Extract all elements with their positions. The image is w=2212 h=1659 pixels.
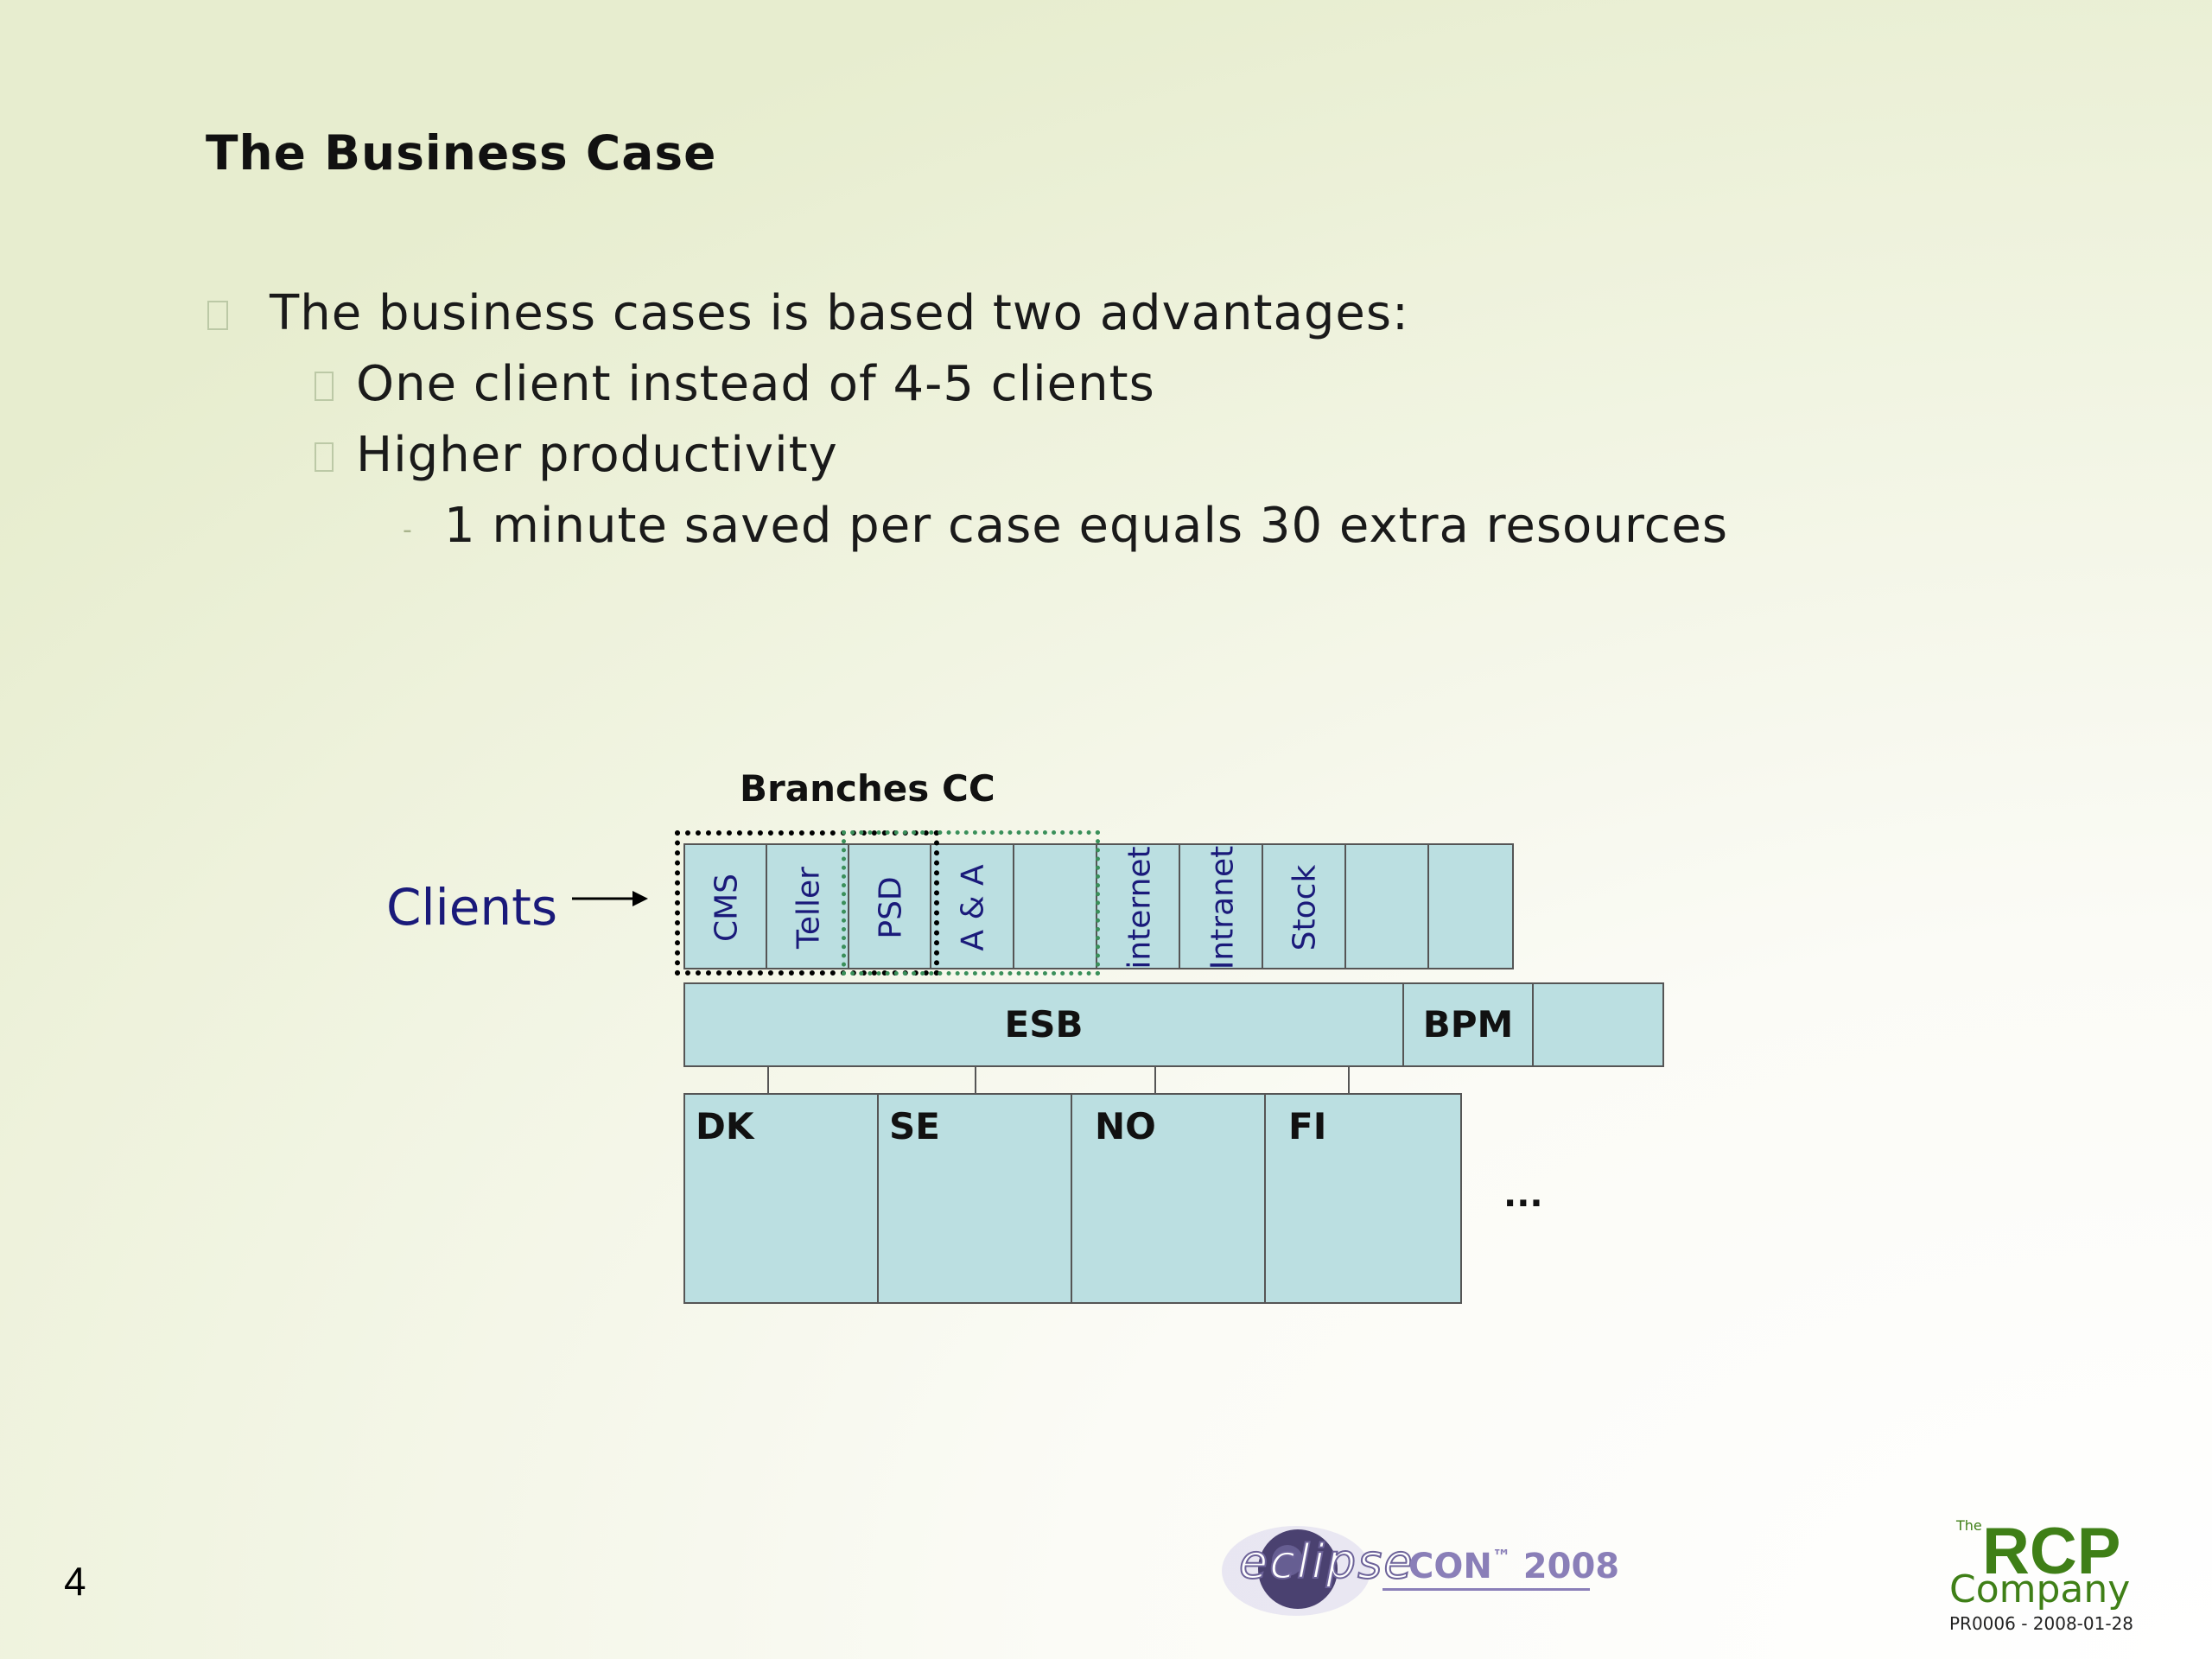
connector-line — [1154, 1065, 1156, 1095]
rcp-company-text: Company — [1949, 1567, 2131, 1611]
branches-label: Branches — [740, 767, 930, 810]
country-label: SE — [889, 1105, 940, 1147]
client-box-psd: PSD — [848, 843, 931, 969]
branches-group-outline — [675, 830, 939, 976]
year-text: 2008 — [1522, 1547, 1620, 1586]
bullet-level3: 1 minute saved per case equals 30 extra … — [444, 498, 1729, 554]
client-box-label: Intranet — [1205, 845, 1241, 970]
bullet-marker-3 — [315, 442, 334, 472]
connector-line — [975, 1065, 976, 1095]
rcp-the: The — [1956, 1517, 1982, 1534]
page-number: 4 — [64, 1559, 86, 1604]
logo-underline — [1382, 1588, 1590, 1591]
bullet-marker-2 — [315, 372, 334, 401]
connector-line — [767, 1065, 769, 1095]
country-box-se: SE — [877, 1093, 1072, 1304]
footer-code: PR0006 - 2008-01-28 — [1949, 1613, 2134, 1634]
client-box-label: Stock — [1287, 864, 1323, 951]
bullet-marker-1 — [207, 301, 228, 330]
tm-mark: ™ — [1491, 1547, 1511, 1568]
con-text: CON — [1408, 1547, 1492, 1586]
connector-line — [1348, 1065, 1350, 1095]
con-wordmark: CON™ 2008 — [1408, 1547, 1619, 1586]
client-box-stock: Stock — [1262, 843, 1346, 969]
bpm-label: BPM — [1422, 1003, 1514, 1046]
bpm-box: BPM — [1402, 982, 1534, 1067]
eclipsecon-logo: eclipse CON™ 2008 — [1201, 1514, 1619, 1626]
client-box-internet: internet — [1096, 843, 1180, 969]
bullet-level2-a: One client instead of 4-5 clients — [356, 356, 1155, 412]
bullet-level2-b: Higher productivity — [356, 427, 838, 483]
country-label: NO — [1095, 1105, 1156, 1147]
client-box-empty — [1427, 843, 1514, 969]
client-box-teller: Teller — [766, 843, 849, 969]
country-label: DK — [696, 1105, 754, 1147]
country-box-dk: DK — [683, 1093, 879, 1304]
cc-label: CC — [942, 767, 995, 810]
eclipse-sphere-icon — [1222, 1526, 1370, 1616]
bullet-level1: The business cases is based two advantag… — [270, 285, 1409, 341]
clients-label: Clients — [386, 878, 558, 937]
country-label: FI — [1288, 1105, 1327, 1147]
client-box-empty — [1344, 843, 1429, 969]
esb-box: ESB — [683, 982, 1404, 1067]
esb-label: ESB — [1004, 1003, 1084, 1046]
slide-title: The Business Case — [206, 125, 717, 181]
rcp-company-logo: The RCP Company — [1944, 1514, 2152, 1643]
country-box-no: NO — [1071, 1093, 1266, 1304]
bullet-dash: - — [403, 515, 412, 545]
rcp-wordmark: RCP — [1982, 1515, 2121, 1588]
eclipse-wordmark: eclipse — [1238, 1534, 1414, 1590]
cc-group-outline — [842, 830, 1100, 976]
ellipsis: ... — [1503, 1175, 1543, 1215]
country-box-fi: FI — [1264, 1093, 1462, 1304]
arrow-right-icon — [572, 891, 648, 906]
client-box-label: internet — [1122, 846, 1158, 969]
client-box-intranet: Intranet — [1179, 843, 1263, 969]
extra-box — [1532, 982, 1664, 1067]
